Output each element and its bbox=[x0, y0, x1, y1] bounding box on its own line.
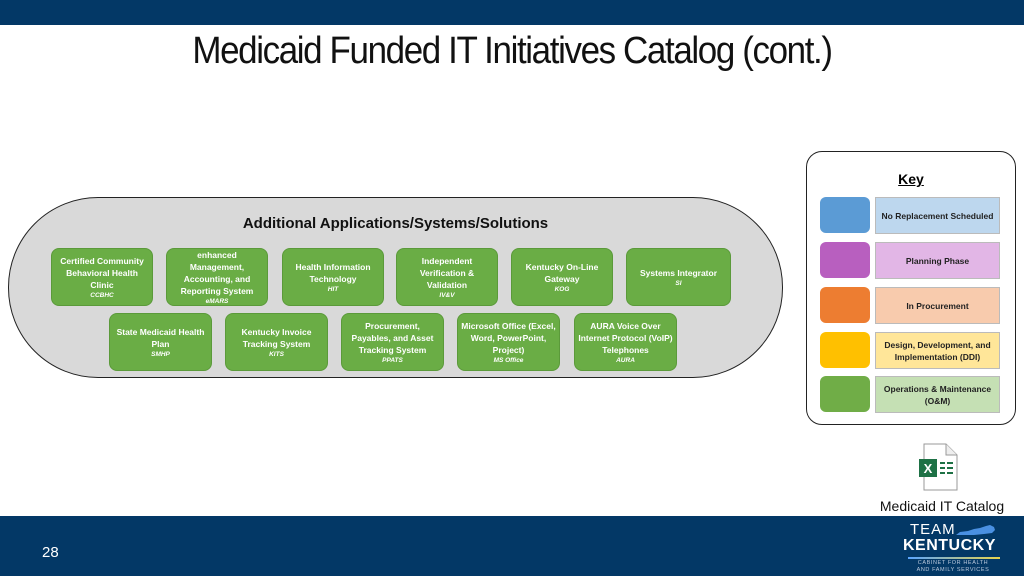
logo-kentucky-text: KENTUCKY bbox=[903, 537, 996, 554]
app-name: Systems Integrator bbox=[640, 267, 717, 278]
app-box-kits[interactable]: Kentucky Invoice Tracking System KITS bbox=[225, 313, 328, 371]
app-name: Kentucky Invoice Tracking System bbox=[241, 326, 312, 349]
app-name: Procurement, Payables, and Asset Trackin… bbox=[351, 320, 434, 355]
slide-title: Medicaid Funded IT Initiatives Catalog (… bbox=[192, 30, 833, 72]
logo-subtitle-line1: CABINET FOR HEALTH bbox=[917, 560, 989, 566]
header-bar bbox=[0, 0, 1024, 25]
team-kentucky-logo: TEAM KENTUCKY CABINET FOR HEALTH AND FAM… bbox=[898, 520, 1008, 574]
container-title: Additional Applications/Systems/Solution… bbox=[242, 215, 549, 232]
key-title: Key bbox=[898, 171, 924, 187]
app-name: AURA Voice Over Internet Protocol (VoIP)… bbox=[578, 320, 673, 355]
app-box-hit[interactable]: Health Information Technology HIT bbox=[282, 248, 384, 306]
key-label-no-replacement: No Replacement Scheduled bbox=[875, 197, 1000, 234]
excel-file-icon[interactable]: X bbox=[918, 443, 958, 491]
key-swatch-no-replacement bbox=[820, 197, 870, 233]
key-label-om: Operations & Maintenance (O&M) bbox=[875, 376, 1000, 413]
app-abbr: SI bbox=[675, 279, 682, 287]
app-box-si[interactable]: Systems Integrator SI bbox=[626, 248, 731, 306]
app-box-ivv[interactable]: Independent Verification & Validation IV… bbox=[396, 248, 498, 306]
app-abbr: eMARS bbox=[205, 297, 229, 305]
app-name: enhanced Management, Accounting, and Rep… bbox=[180, 249, 254, 296]
app-box-ppats[interactable]: Procurement, Payables, and Asset Trackin… bbox=[341, 313, 444, 371]
app-box-emars[interactable]: enhanced Management, Accounting, and Rep… bbox=[166, 248, 268, 306]
app-abbr: KOG bbox=[554, 285, 570, 293]
svg-text:X: X bbox=[924, 461, 933, 476]
app-abbr: SMHP bbox=[151, 350, 170, 358]
key-swatch-procurement bbox=[820, 287, 870, 323]
kentucky-state-icon bbox=[956, 525, 995, 535]
key-label-ddi: Design, Development, and Implementation … bbox=[875, 332, 1000, 369]
logo-subtitle-line2: AND FAMILY SERVICES bbox=[916, 567, 990, 573]
key-legend: Key No Replacement Scheduled Planning Ph… bbox=[806, 151, 1016, 425]
app-box-ccbhc[interactable]: Certified Community Behavioral Health Cl… bbox=[51, 248, 153, 306]
app-box-aura[interactable]: AURA Voice Over Internet Protocol (VoIP)… bbox=[574, 313, 677, 371]
app-abbr: HIT bbox=[327, 285, 339, 293]
app-box-smhp[interactable]: State Medicaid Health Plan SMHP bbox=[109, 313, 212, 371]
app-abbr: IV&V bbox=[439, 291, 455, 299]
app-abbr: MS Office bbox=[493, 356, 524, 364]
app-name: Microsoft Office (Excel, Word, PowerPoin… bbox=[461, 320, 556, 355]
app-abbr: PPATS bbox=[382, 356, 403, 364]
additional-applications-container: Additional Applications/Systems/Solution… bbox=[8, 197, 783, 378]
app-name: Independent Verification & Validation bbox=[419, 255, 475, 290]
logo-subtitle: CABINET FOR HEALTH AND FAMILY SERVICES bbox=[898, 560, 1008, 574]
key-label-procurement: In Procurement bbox=[875, 287, 1000, 324]
page-number: 28 bbox=[42, 544, 59, 561]
key-label-planning: Planning Phase bbox=[875, 242, 1000, 279]
app-name: Health Information Technology bbox=[295, 261, 371, 284]
app-box-kog[interactable]: Kentucky On-Line Gateway KOG bbox=[511, 248, 613, 306]
logo-team-text: TEAM bbox=[910, 521, 956, 538]
app-name: Certified Community Behavioral Health Cl… bbox=[60, 255, 144, 290]
app-box-ms-office[interactable]: Microsoft Office (Excel, Word, PowerPoin… bbox=[457, 313, 560, 371]
footer-bar: 28 TEAM KENTUCKY CABINET FOR HEALTH AND … bbox=[0, 516, 1024, 576]
key-swatch-om bbox=[820, 376, 870, 412]
app-name: State Medicaid Health Plan bbox=[116, 326, 205, 349]
app-abbr: AURA bbox=[616, 356, 635, 364]
logo-divider bbox=[908, 557, 1000, 559]
key-swatch-ddi bbox=[820, 332, 870, 368]
app-abbr: KITS bbox=[269, 350, 284, 358]
key-swatch-planning bbox=[820, 242, 870, 278]
catalog-file-label[interactable]: Medicaid IT Catalog bbox=[879, 498, 1005, 514]
app-abbr: CCBHC bbox=[90, 291, 114, 299]
app-name: Kentucky On-Line Gateway bbox=[525, 261, 599, 284]
